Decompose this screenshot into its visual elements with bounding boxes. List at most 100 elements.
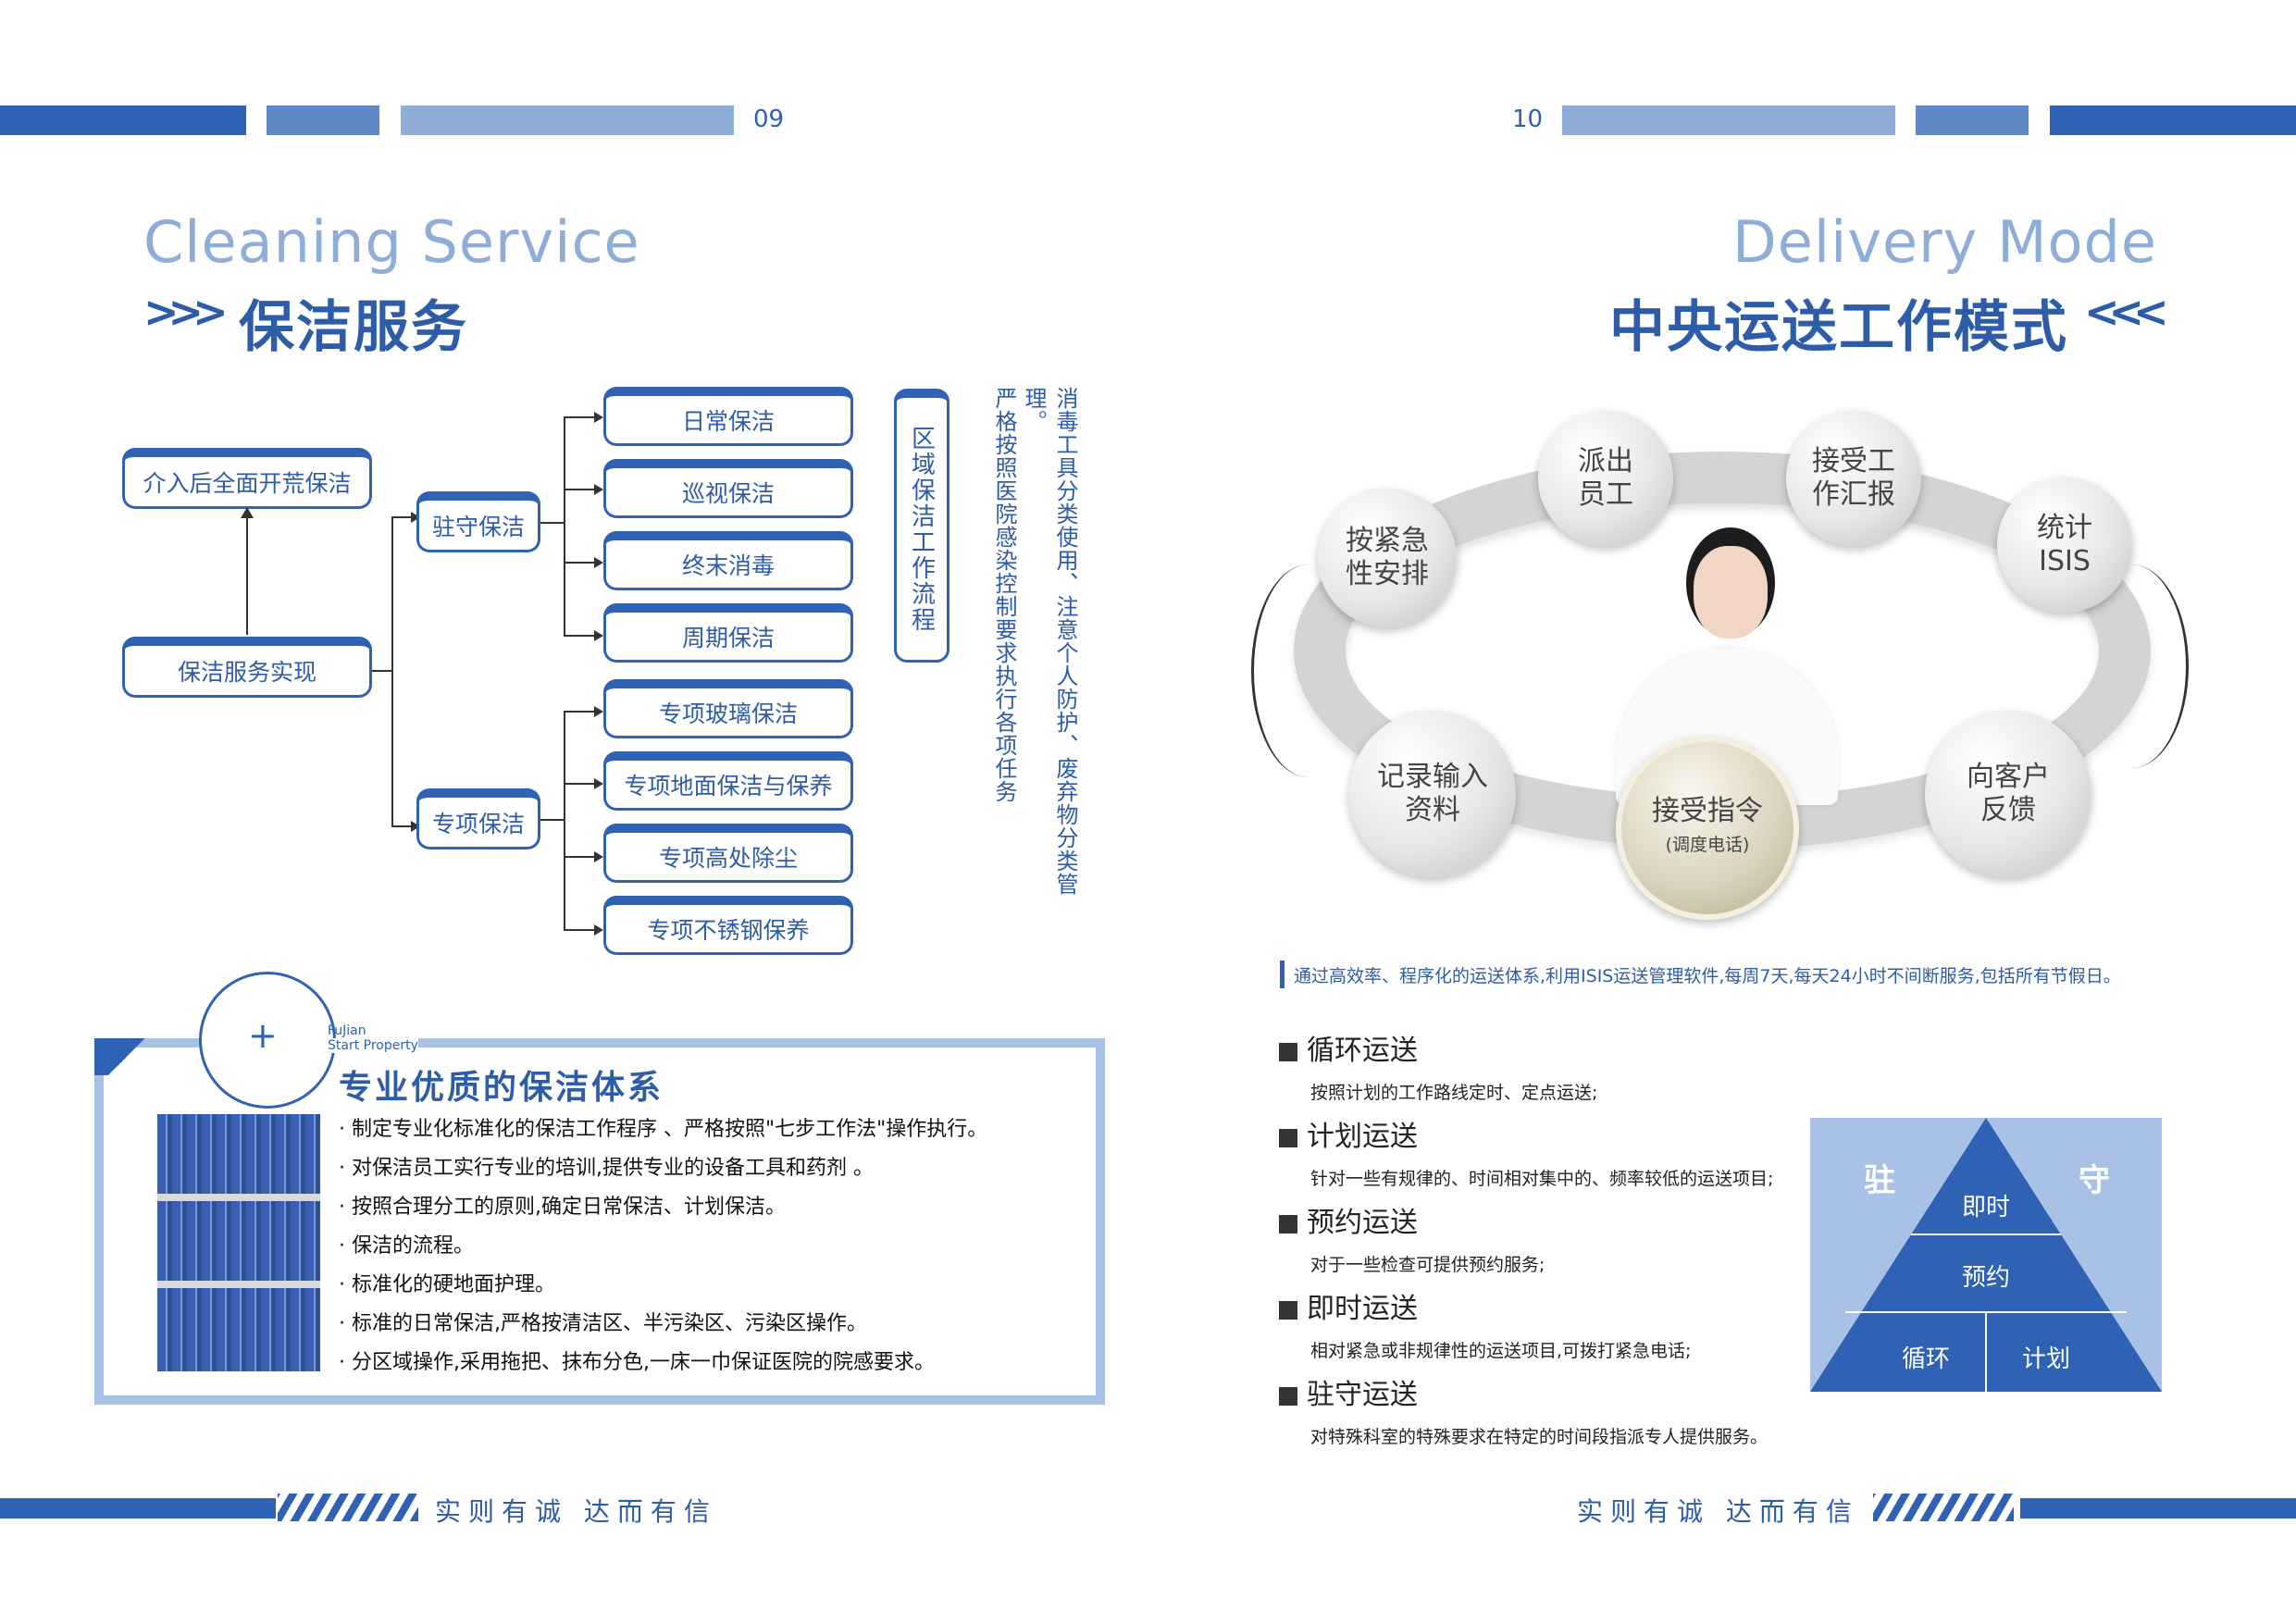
flow-top-box: 介入后全面开荒保洁 bbox=[122, 448, 372, 509]
connector bbox=[564, 562, 595, 564]
badge-text-2: Start Property bbox=[328, 1038, 418, 1053]
flow-item: 日常保洁 bbox=[603, 387, 853, 446]
node-label: 员工 bbox=[1578, 478, 1633, 511]
arrow-right-icon bbox=[594, 924, 603, 936]
arrow-right-icon bbox=[594, 778, 603, 789]
mode-item: 计划运送 针对一些有规律的、时间相对集中的、频率较低的运送项目; bbox=[1279, 1113, 1797, 1199]
mode-list: 循环运送 按照计划的工作路线定时、定点运送; 计划运送 针对一些有规律的、时间相… bbox=[1279, 1027, 1797, 1457]
arrow-up-icon bbox=[241, 507, 254, 518]
square-bullet-icon bbox=[1279, 1043, 1297, 1061]
cycle-node-record: 记录输入资料 bbox=[1349, 711, 1516, 877]
arrow-right-icon bbox=[411, 821, 420, 832]
pyramid-left-label: 驻 bbox=[1864, 1162, 1895, 1199]
chevron-left-icon: <<< bbox=[2084, 287, 2169, 337]
binders-photo bbox=[157, 1114, 320, 1371]
footer-stripes-left bbox=[278, 1494, 418, 1521]
intro-text: 通过高效率、程序化的运送体系,利用ISIS运送管理软件,每周7天,每天24小时不… bbox=[1294, 966, 2121, 986]
bullet-item: · 按照合理分工的原则,确定日常保洁、计划保洁。 bbox=[339, 1196, 786, 1219]
connector bbox=[372, 670, 392, 672]
chevron-right-icon: >>> bbox=[143, 287, 229, 337]
connector bbox=[564, 416, 595, 418]
flow-item: 专项高处除尘 bbox=[603, 824, 853, 883]
mode-desc: 相对紧急或非规律性的运送项目,可拨打紧急电话; bbox=[1310, 1341, 1692, 1361]
connector bbox=[246, 514, 248, 635]
bullet-item: · 保洁的流程。 bbox=[339, 1234, 474, 1258]
header-bar-5 bbox=[1916, 105, 2029, 135]
pyramid-graphic bbox=[1810, 1118, 2162, 1392]
branch-special-box: 专项保洁 bbox=[416, 788, 540, 849]
node-label: (调度电话) bbox=[1665, 835, 1750, 855]
mode-item: 预约运送 对于一些检查可提供预约服务; bbox=[1279, 1199, 1797, 1285]
flow-item: 巡视保洁 bbox=[603, 459, 853, 518]
connector bbox=[540, 819, 565, 821]
bullet-item: · 对保洁员工实行专业的培训,提供专业的设备工具和药剂 。 bbox=[339, 1157, 874, 1180]
badge-circle bbox=[199, 972, 336, 1109]
mode-desc: 按照计划的工作路线定时、定点运送; bbox=[1310, 1083, 1598, 1103]
node-label: 作汇报 bbox=[1812, 478, 1895, 511]
slogan-right: 实则有诚 达而有信 bbox=[1577, 1496, 1859, 1527]
quality-bullet-list: · 制定专业化标准化的保洁工作程序 、严格按照"七步工作法"操作执行。 · 对保… bbox=[339, 1110, 1079, 1382]
slogan-left: 实则有诚 达而有信 bbox=[435, 1496, 717, 1527]
page-number-left: 09 bbox=[753, 105, 785, 133]
footer-stripes-right bbox=[1873, 1494, 2014, 1521]
connector bbox=[564, 416, 565, 637]
title-cn-left: 保洁服务 bbox=[239, 295, 468, 360]
square-bullet-icon bbox=[1279, 1129, 1297, 1147]
pyramid-top: 即时 bbox=[1961, 1194, 2010, 1221]
mode-name: 驻守运送 bbox=[1307, 1379, 1418, 1411]
node-label: 记录输入 bbox=[1377, 761, 1488, 793]
bullet-item: · 标准化的硬地面护理。 bbox=[339, 1273, 555, 1296]
connector bbox=[540, 522, 565, 524]
flow-item: 周期保洁 bbox=[603, 603, 853, 663]
title-en-right: Delivery Mode bbox=[1732, 208, 2157, 276]
mode-name: 预约运送 bbox=[1307, 1207, 1418, 1239]
node-label: 向客户 bbox=[1967, 761, 2050, 793]
pyramid-right-label: 守 bbox=[2079, 1162, 2110, 1199]
arrow-right-icon bbox=[594, 484, 603, 495]
mode-desc: 针对一些有规律的、时间相对集中的、频率较低的运送项目; bbox=[1310, 1169, 1774, 1189]
connector bbox=[564, 783, 595, 785]
quality-panel-corner bbox=[94, 1038, 159, 1075]
connector bbox=[391, 516, 414, 518]
node-label: 资料 bbox=[1405, 794, 1460, 826]
mode-desc: 对特殊科室的特殊要求在特定的时间段指派专人提供服务。 bbox=[1310, 1427, 1769, 1447]
connector bbox=[564, 635, 595, 637]
bullet-item: · 分区域操作,采用拖把、抹布分色,一床一巾保证医院的院感要求。 bbox=[339, 1351, 935, 1374]
cycle-arrow-left bbox=[1251, 564, 1365, 777]
header-bar-2 bbox=[267, 105, 379, 135]
mode-item: 循环运送 按照计划的工作路线定时、定点运送; bbox=[1279, 1027, 1797, 1113]
cycle-arrow-right bbox=[2075, 564, 2189, 768]
flow-item: 专项玻璃保洁 bbox=[603, 679, 853, 738]
arrow-right-icon bbox=[411, 512, 420, 523]
page-number-right: 10 bbox=[1512, 105, 1544, 133]
title-en-left: Cleaning Service bbox=[143, 208, 640, 276]
intro-accent bbox=[1280, 961, 1285, 988]
bullet-item: · 标准的日常保洁,严格按清洁区、半污染区、污染区操作。 bbox=[339, 1312, 867, 1335]
node-label: 派出 bbox=[1578, 445, 1633, 477]
branch-resident-box: 驻守保洁 bbox=[416, 491, 540, 552]
mode-name: 计划运送 bbox=[1307, 1121, 1418, 1153]
connector bbox=[564, 929, 595, 931]
node-label: 统计 bbox=[2037, 512, 2092, 544]
bullet-item: · 制定专业化标准化的保洁工作程序 、严格按照"七步工作法"操作执行。 bbox=[339, 1118, 988, 1141]
cycle-node-report: 接受工作汇报 bbox=[1786, 411, 1921, 546]
header-bar-4 bbox=[1562, 105, 1895, 135]
connector bbox=[564, 711, 565, 931]
cycle-node-instruction: 接受指令(调度电话) bbox=[1616, 737, 1799, 920]
process-label: 区域保洁工作流程 bbox=[907, 425, 936, 633]
connector bbox=[391, 516, 393, 827]
arrow-right-icon bbox=[594, 557, 603, 568]
arrow-right-icon bbox=[594, 412, 603, 423]
plus-icon: + bbox=[248, 1015, 278, 1056]
node-label: 接受工 bbox=[1812, 445, 1895, 477]
pyramid-panel: 驻 守 即时 预约 循环 计划 bbox=[1810, 1118, 2162, 1392]
flow-item: 终末消毒 bbox=[603, 531, 853, 590]
process-label-box: 区域保洁工作流程 bbox=[894, 389, 949, 663]
square-bullet-icon bbox=[1279, 1215, 1297, 1233]
flow-root-box: 保洁服务实现 bbox=[122, 637, 372, 698]
connector bbox=[564, 856, 595, 858]
quality-heading: 专业优质的保洁体系 bbox=[339, 1060, 664, 1109]
node-label: ISIS bbox=[2039, 545, 2091, 577]
mode-name: 循环运送 bbox=[1307, 1035, 1418, 1067]
